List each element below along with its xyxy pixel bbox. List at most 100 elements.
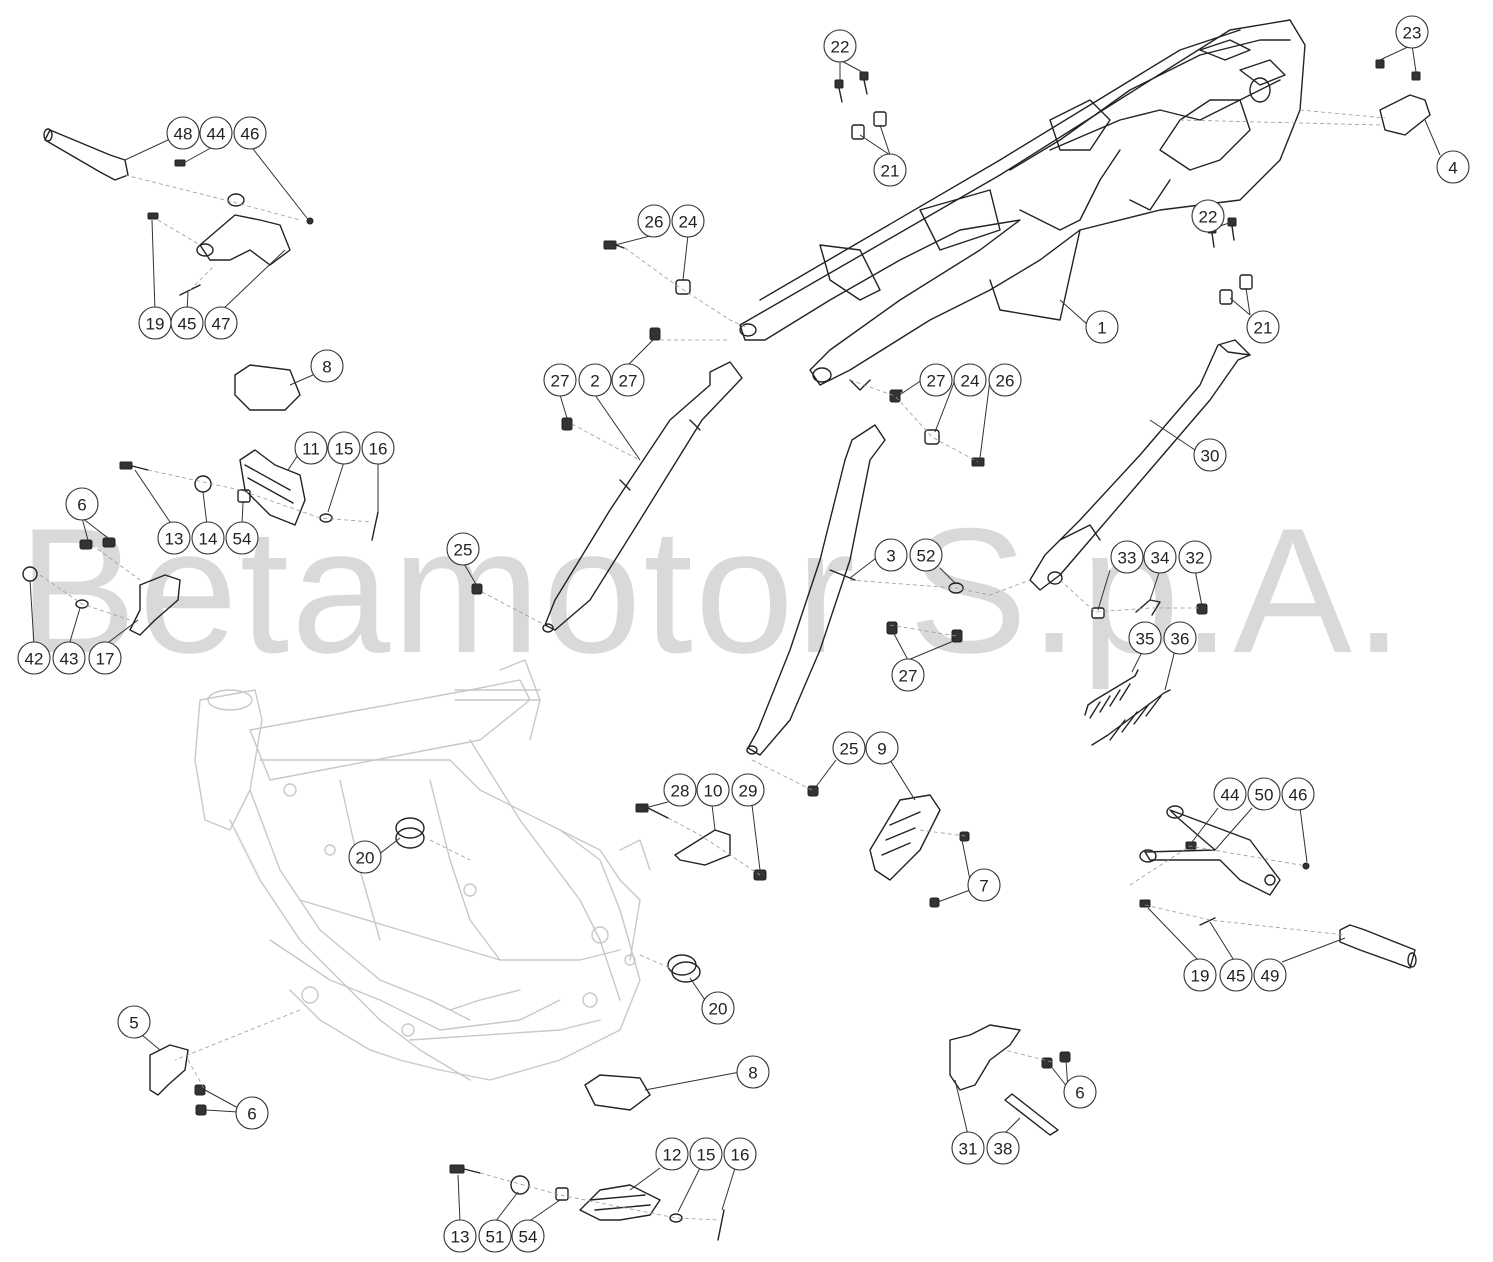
callout-circle [865, 731, 899, 765]
part-callout-44: 44 [199, 116, 233, 150]
callout-number: 38 [994, 1140, 1013, 1159]
callout-circle [611, 363, 645, 397]
callout-circle [823, 29, 857, 63]
part-callout-16: 16 [361, 431, 395, 465]
callout-number: 8 [748, 1064, 757, 1083]
part-callout-19: 19 [1183, 958, 1217, 992]
bracket-5 [149, 1044, 189, 1096]
callout-number: 32 [1186, 549, 1205, 568]
callout-circle [117, 1005, 151, 1039]
callout-circle [294, 431, 328, 465]
callout-number: 35 [1136, 630, 1155, 649]
callout-circle [204, 306, 238, 340]
chain-guide [869, 794, 941, 881]
callout-circle [361, 431, 395, 465]
callout-number: 16 [731, 1146, 750, 1165]
callout-circle [235, 1096, 269, 1130]
callout-circle [1183, 958, 1217, 992]
side-stand [1029, 339, 1251, 591]
part-callout-12: 12 [655, 1137, 689, 1171]
callout-number: 22 [831, 38, 850, 57]
part-callout-25: 25 [446, 532, 480, 566]
callout-circle [919, 363, 953, 397]
callout-circle [637, 204, 671, 238]
callout-number: 6 [77, 496, 86, 515]
bracket-31 [949, 1024, 1021, 1091]
part-callout-1: 1 [1085, 310, 1119, 344]
stand-springs [1084, 669, 1171, 746]
callout-circle [663, 773, 697, 807]
part-callout-52: 52 [909, 538, 943, 572]
part-callout-50: 50 [1247, 777, 1281, 811]
part-callout-54: 54 [511, 1219, 545, 1253]
callout-number: 43 [60, 650, 79, 669]
part-callout-3: 3 [874, 538, 908, 572]
callout-circle [310, 349, 344, 383]
callout-circle [1178, 540, 1212, 574]
part-callout-8: 8 [736, 1055, 770, 1089]
callout-circle [951, 1131, 985, 1165]
part-callout-4: 4 [1436, 150, 1470, 184]
part-callout-29: 29 [731, 773, 765, 807]
callout-number: 45 [1227, 967, 1246, 986]
callout-number: 46 [241, 125, 260, 144]
part-callout-46: 46 [233, 116, 267, 150]
part-callout-17: 17 [88, 641, 122, 675]
callout-circle [967, 868, 1001, 902]
callout-number: 45 [178, 315, 197, 334]
part-callout-28: 28 [663, 773, 697, 807]
rear-subframe [739, 19, 1306, 391]
callout-circle [1281, 777, 1315, 811]
part-callout-31: 31 [951, 1131, 985, 1165]
callout-circle [191, 521, 225, 555]
callout-circle [65, 487, 99, 521]
callout-circle [689, 1137, 723, 1171]
callout-number: 1 [1097, 319, 1106, 338]
part-callout-6: 6 [1063, 1075, 1097, 1109]
callout-number: 15 [335, 440, 354, 459]
callout-circle [578, 363, 612, 397]
part-callout-15: 15 [327, 431, 361, 465]
callout-number: 30 [1201, 447, 1220, 466]
callout-number: 21 [881, 162, 900, 181]
callout-circle [511, 1219, 545, 1253]
callout-circle [225, 521, 259, 555]
part-callout-49: 49 [1253, 958, 1287, 992]
part-callout-46: 46 [1281, 777, 1315, 811]
footrest-cover-right [584, 1074, 651, 1111]
callout-number: 27 [927, 372, 946, 391]
callout-circle [671, 204, 705, 238]
callout-number: 19 [146, 315, 165, 334]
callout-number: 28 [671, 782, 690, 801]
passenger-footrest-bracket-left [196, 193, 291, 266]
callout-number: 44 [207, 125, 226, 144]
callout-number: 25 [840, 740, 859, 759]
callout-number: 34 [1151, 549, 1170, 568]
callout-number: 4 [1448, 159, 1457, 178]
part-callout-20: 20 [701, 991, 735, 1025]
callout-circle [1247, 777, 1281, 811]
subframe-strut-left [542, 361, 743, 633]
part-callout-15: 15 [689, 1137, 723, 1171]
callout-number: 36 [1171, 630, 1190, 649]
callout-number: 44 [1221, 786, 1240, 805]
callout-number: 47 [212, 315, 231, 334]
callout-number: 51 [486, 1228, 505, 1247]
callout-number: 49 [1261, 967, 1280, 986]
callout-circle [1219, 958, 1253, 992]
callout-circle [1395, 15, 1429, 49]
callout-number: 3 [886, 547, 895, 566]
callout-number: 20 [709, 1000, 728, 1019]
callout-circle [1143, 540, 1177, 574]
footpeg-pin-48 [43, 128, 129, 181]
footrest-left [239, 449, 306, 526]
part-callout-42: 42 [17, 641, 51, 675]
part-callout-47: 47 [204, 306, 238, 340]
footpeg-pin-49 [1339, 924, 1417, 969]
callout-circle [446, 532, 480, 566]
callout-circle [327, 431, 361, 465]
callout-number: 8 [322, 358, 331, 377]
part-callout-45: 45 [170, 306, 204, 340]
